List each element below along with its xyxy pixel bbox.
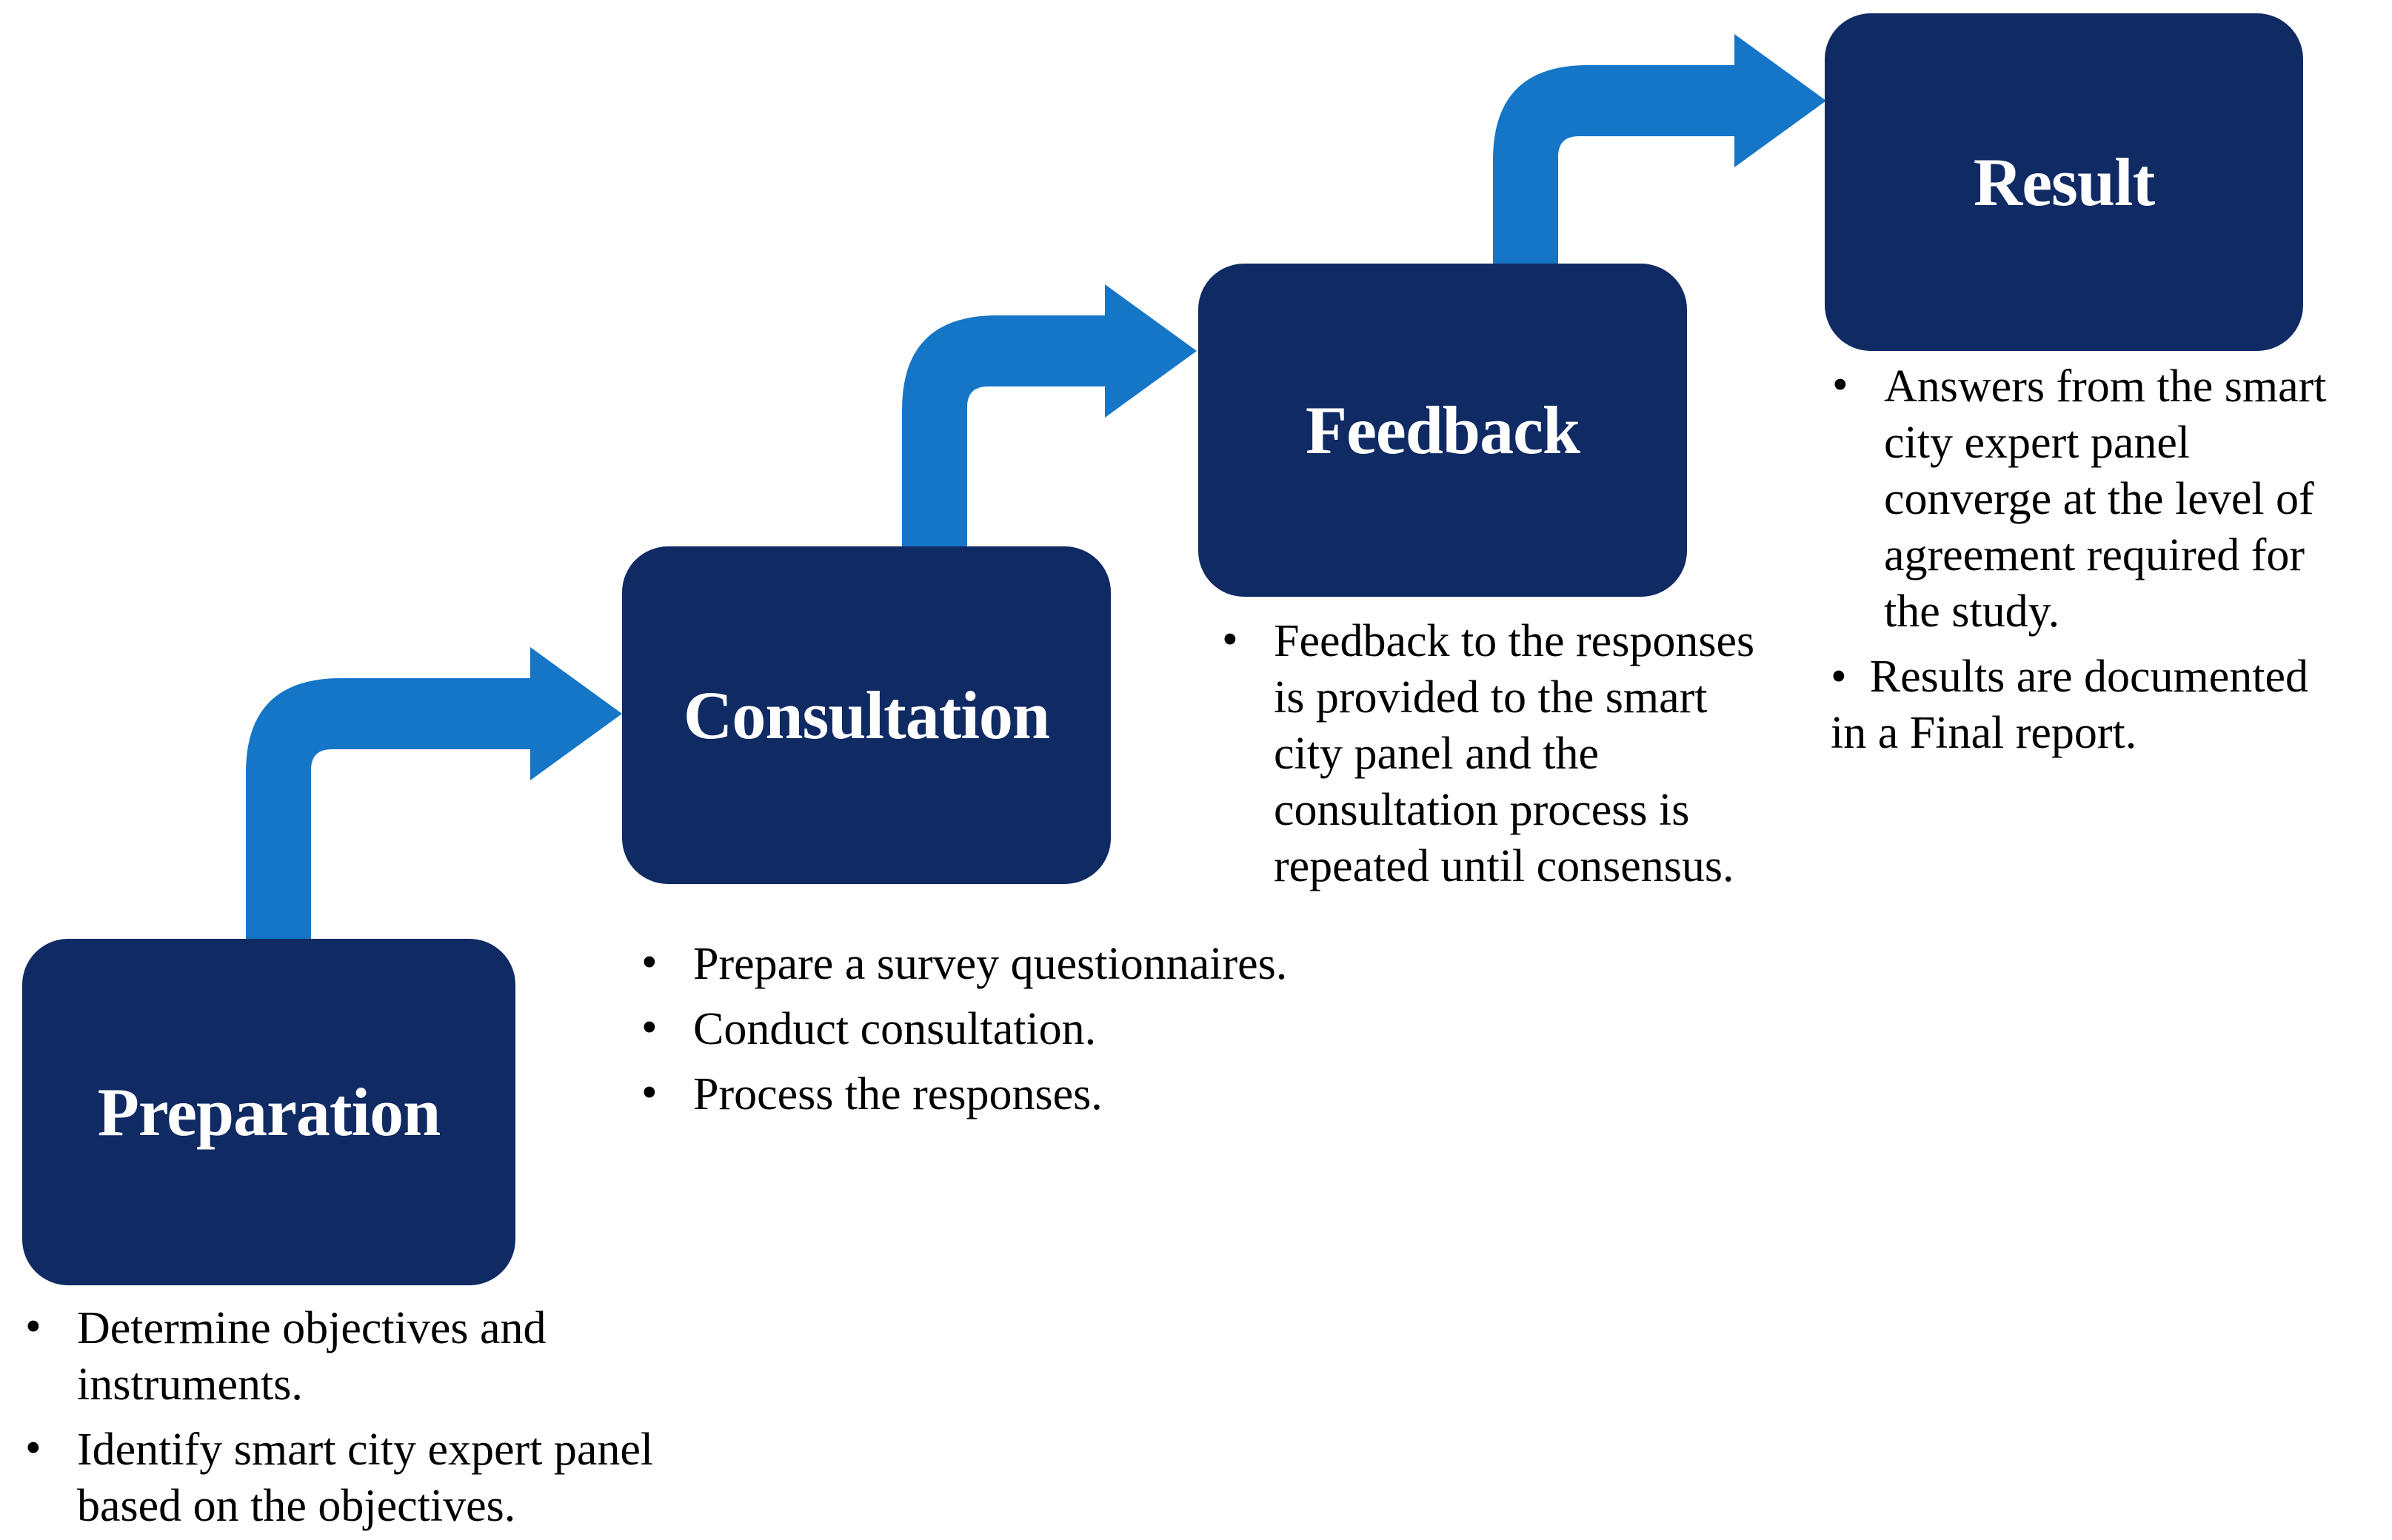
preparation-bullet-list: Determine objectives and instruments. Id… (24, 1299, 823, 1540)
arrow-shape (902, 284, 1197, 546)
feedback-bullet-1: Feedback to the responses is provided to… (1220, 612, 1828, 894)
preparation-bullet-2: Identify smart city expert panel based o… (24, 1420, 823, 1534)
result-bullet-1: Answers from the smart city expert panel… (1831, 357, 2391, 640)
consultation-bullet-list: Prepare a survey questionnaires. Conduct… (640, 934, 1425, 1131)
result-bullet-2: Results are documented in a Final report… (1831, 649, 2391, 761)
arrow-shape (246, 647, 622, 942)
arrow-shape (1493, 34, 1826, 267)
result-bullet-list: Answers from the smart city expert panel… (1831, 357, 2391, 770)
stage-box-preparation: Preparation (22, 939, 515, 1285)
stage-title-consultation: Consultation (683, 677, 1050, 753)
feedback-bullet-list: Feedback to the responses is provided to… (1220, 612, 1828, 903)
stage-box-result: Result (1825, 13, 2303, 351)
arrow-consultation-to-feedback (902, 284, 1197, 546)
preparation-bullet-1: Determine objectives and instruments. (24, 1299, 823, 1413)
arrow-feedback-to-result (1493, 34, 1826, 267)
stage-title-preparation: Preparation (97, 1074, 441, 1150)
stage-box-consultation: Consultation (622, 546, 1111, 884)
consultation-bullet-2: Conduct consultation. (640, 1000, 1425, 1057)
stage-title-feedback: Feedback (1305, 392, 1580, 468)
consultation-bullet-3: Process the responses. (640, 1065, 1425, 1122)
stage-box-feedback: Feedback (1198, 264, 1687, 597)
stage-title-result: Result (1973, 144, 2155, 220)
consultation-bullet-1: Prepare a survey questionnaires. (640, 934, 1425, 992)
arrow-preparation-to-consultation (246, 647, 622, 942)
